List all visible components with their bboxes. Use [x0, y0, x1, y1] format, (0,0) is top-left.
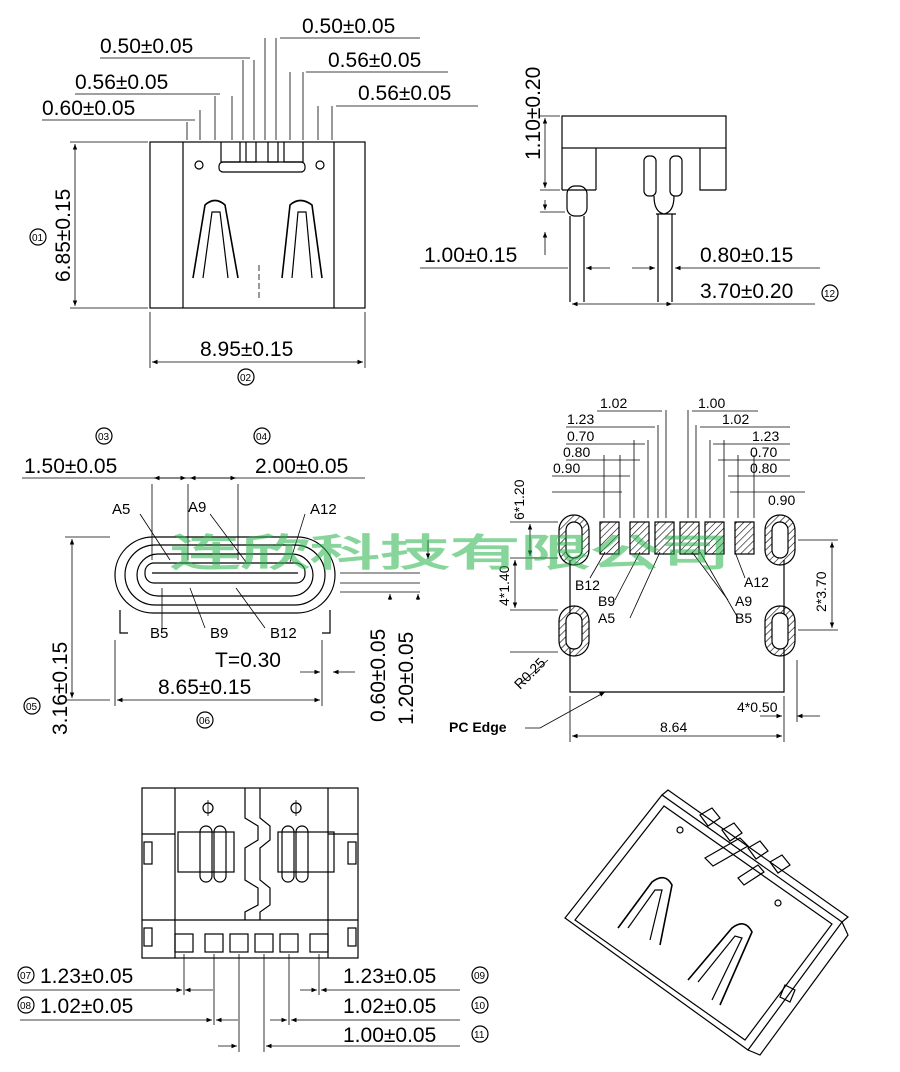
pcb-p-102a: 1.02	[600, 395, 627, 411]
side-pin-left: 1.00±0.15	[424, 244, 517, 267]
ref-12: 12	[824, 289, 836, 300]
top-pitch-2: 0.50±0.05	[100, 35, 193, 58]
front-standoff-2: 1.20±0.05	[395, 632, 418, 725]
pcb-p-070b: 0.70	[750, 444, 777, 460]
pcb-slot-gap: 4*1.40	[496, 565, 512, 606]
top-pitch-6: 0.56±0.05	[358, 82, 451, 105]
bottom-right-100: 1.00±0.05	[343, 1024, 436, 1047]
ref-10: 10	[474, 1001, 486, 1012]
pcb-p-123b: 1.23	[752, 428, 779, 444]
isometric-view	[564, 789, 849, 1056]
pcb-hole-width: 4*0.50	[737, 699, 778, 715]
ref-06: 06	[199, 716, 211, 727]
watermark: 连欣科技有限公司	[170, 531, 730, 575]
bottom-right-123: 1.23±0.05	[343, 965, 436, 988]
top-pitch-3: 0.56±0.05	[328, 49, 421, 72]
ref-09: 09	[474, 971, 486, 982]
ref-07: 07	[20, 971, 32, 982]
top-view: 0.50±0.05 0.50±0.05 0.56±0.05 0.56±0.05 …	[29, 15, 478, 386]
front-thickness: T=0.30	[215, 649, 281, 672]
front-pin-a5: A5	[112, 501, 130, 518]
ref-04: 04	[256, 432, 268, 443]
pcb-edge-label: PC Edge	[449, 719, 507, 735]
pcb-width: 8.64	[660, 719, 687, 735]
side-height: 1.10±0.20	[522, 67, 545, 160]
pcb-radius: R0.25	[511, 654, 549, 692]
front-width: 8.65±0.15	[158, 676, 251, 699]
ref-01: 01	[32, 233, 44, 244]
front-pin-a9: A9	[188, 499, 206, 516]
ref-02: 02	[240, 373, 252, 384]
pcb-p-100: 1.00	[698, 395, 725, 411]
side-pin-span: 3.70±0.20	[700, 280, 793, 303]
bottom-view: 07 08 09 10 11 1.23±0.05 1.02±0.05 1.23±…	[17, 787, 489, 1052]
pcb-pin-a12: A12	[744, 574, 769, 590]
front-pin-b12: B12	[270, 625, 297, 642]
pcb-p-090b: 0.90	[768, 492, 795, 508]
pcb-pin-b5: B5	[735, 610, 752, 626]
bottom-left-102: 1.02±0.05	[40, 995, 133, 1018]
pcb-pin-b9: B9	[598, 593, 615, 609]
side-pin-right: 0.80±0.15	[700, 244, 793, 267]
bottom-left-123: 1.23±0.05	[40, 965, 133, 988]
front-offset-left: 1.50±0.05	[24, 455, 117, 478]
pcb-p-070a: 0.70	[567, 428, 594, 444]
pcb-p-090a: 0.90	[553, 460, 580, 476]
pcb-p-080a: 0.80	[563, 444, 590, 460]
front-view: 03 04 1.50±0.05 2.00±0.05 A5 A9 A12 B5 B…	[22, 427, 431, 735]
pcb-p-102b: 1.02	[722, 411, 749, 427]
front-pin-b5: B5	[150, 625, 168, 642]
top-pitch-4: 0.56±0.05	[75, 71, 168, 94]
front-height: 3.16±0.15	[49, 642, 72, 735]
pcb-p-080b: 0.80	[750, 460, 777, 476]
ref-11: 11	[474, 1030, 485, 1041]
front-standoff-1: 0.60±0.05	[367, 629, 390, 722]
top-pitch-1: 0.50±0.05	[302, 15, 395, 38]
ref-08: 08	[20, 1001, 32, 1012]
pcb-p-123a: 1.23	[567, 411, 594, 427]
bottom-right-102: 1.02±0.05	[343, 995, 436, 1018]
top-width: 8.95±0.15	[200, 338, 293, 361]
front-pin-a12: A12	[310, 501, 337, 518]
pcb-pin-a9: A9	[735, 593, 752, 609]
pcb-pin-a5: A5	[598, 610, 615, 626]
top-pitch-5: 0.60±0.05	[42, 97, 135, 120]
pcb-slot-span: 2*3.70	[813, 571, 829, 612]
top-height: 6.85±0.15	[52, 189, 75, 282]
front-pin-b9: B9	[210, 625, 228, 642]
ref-03: 03	[98, 432, 110, 443]
ref-05: 05	[26, 702, 38, 713]
pcb-pin-b12: B12	[575, 577, 600, 593]
side-view: 1.10±0.20 1.00±0.15 0.80±0.15 3.70±0.20 …	[420, 67, 839, 307]
pcb-slot-height: 6*1.20	[511, 479, 527, 520]
front-offset-right: 2.00±0.05	[255, 455, 348, 478]
